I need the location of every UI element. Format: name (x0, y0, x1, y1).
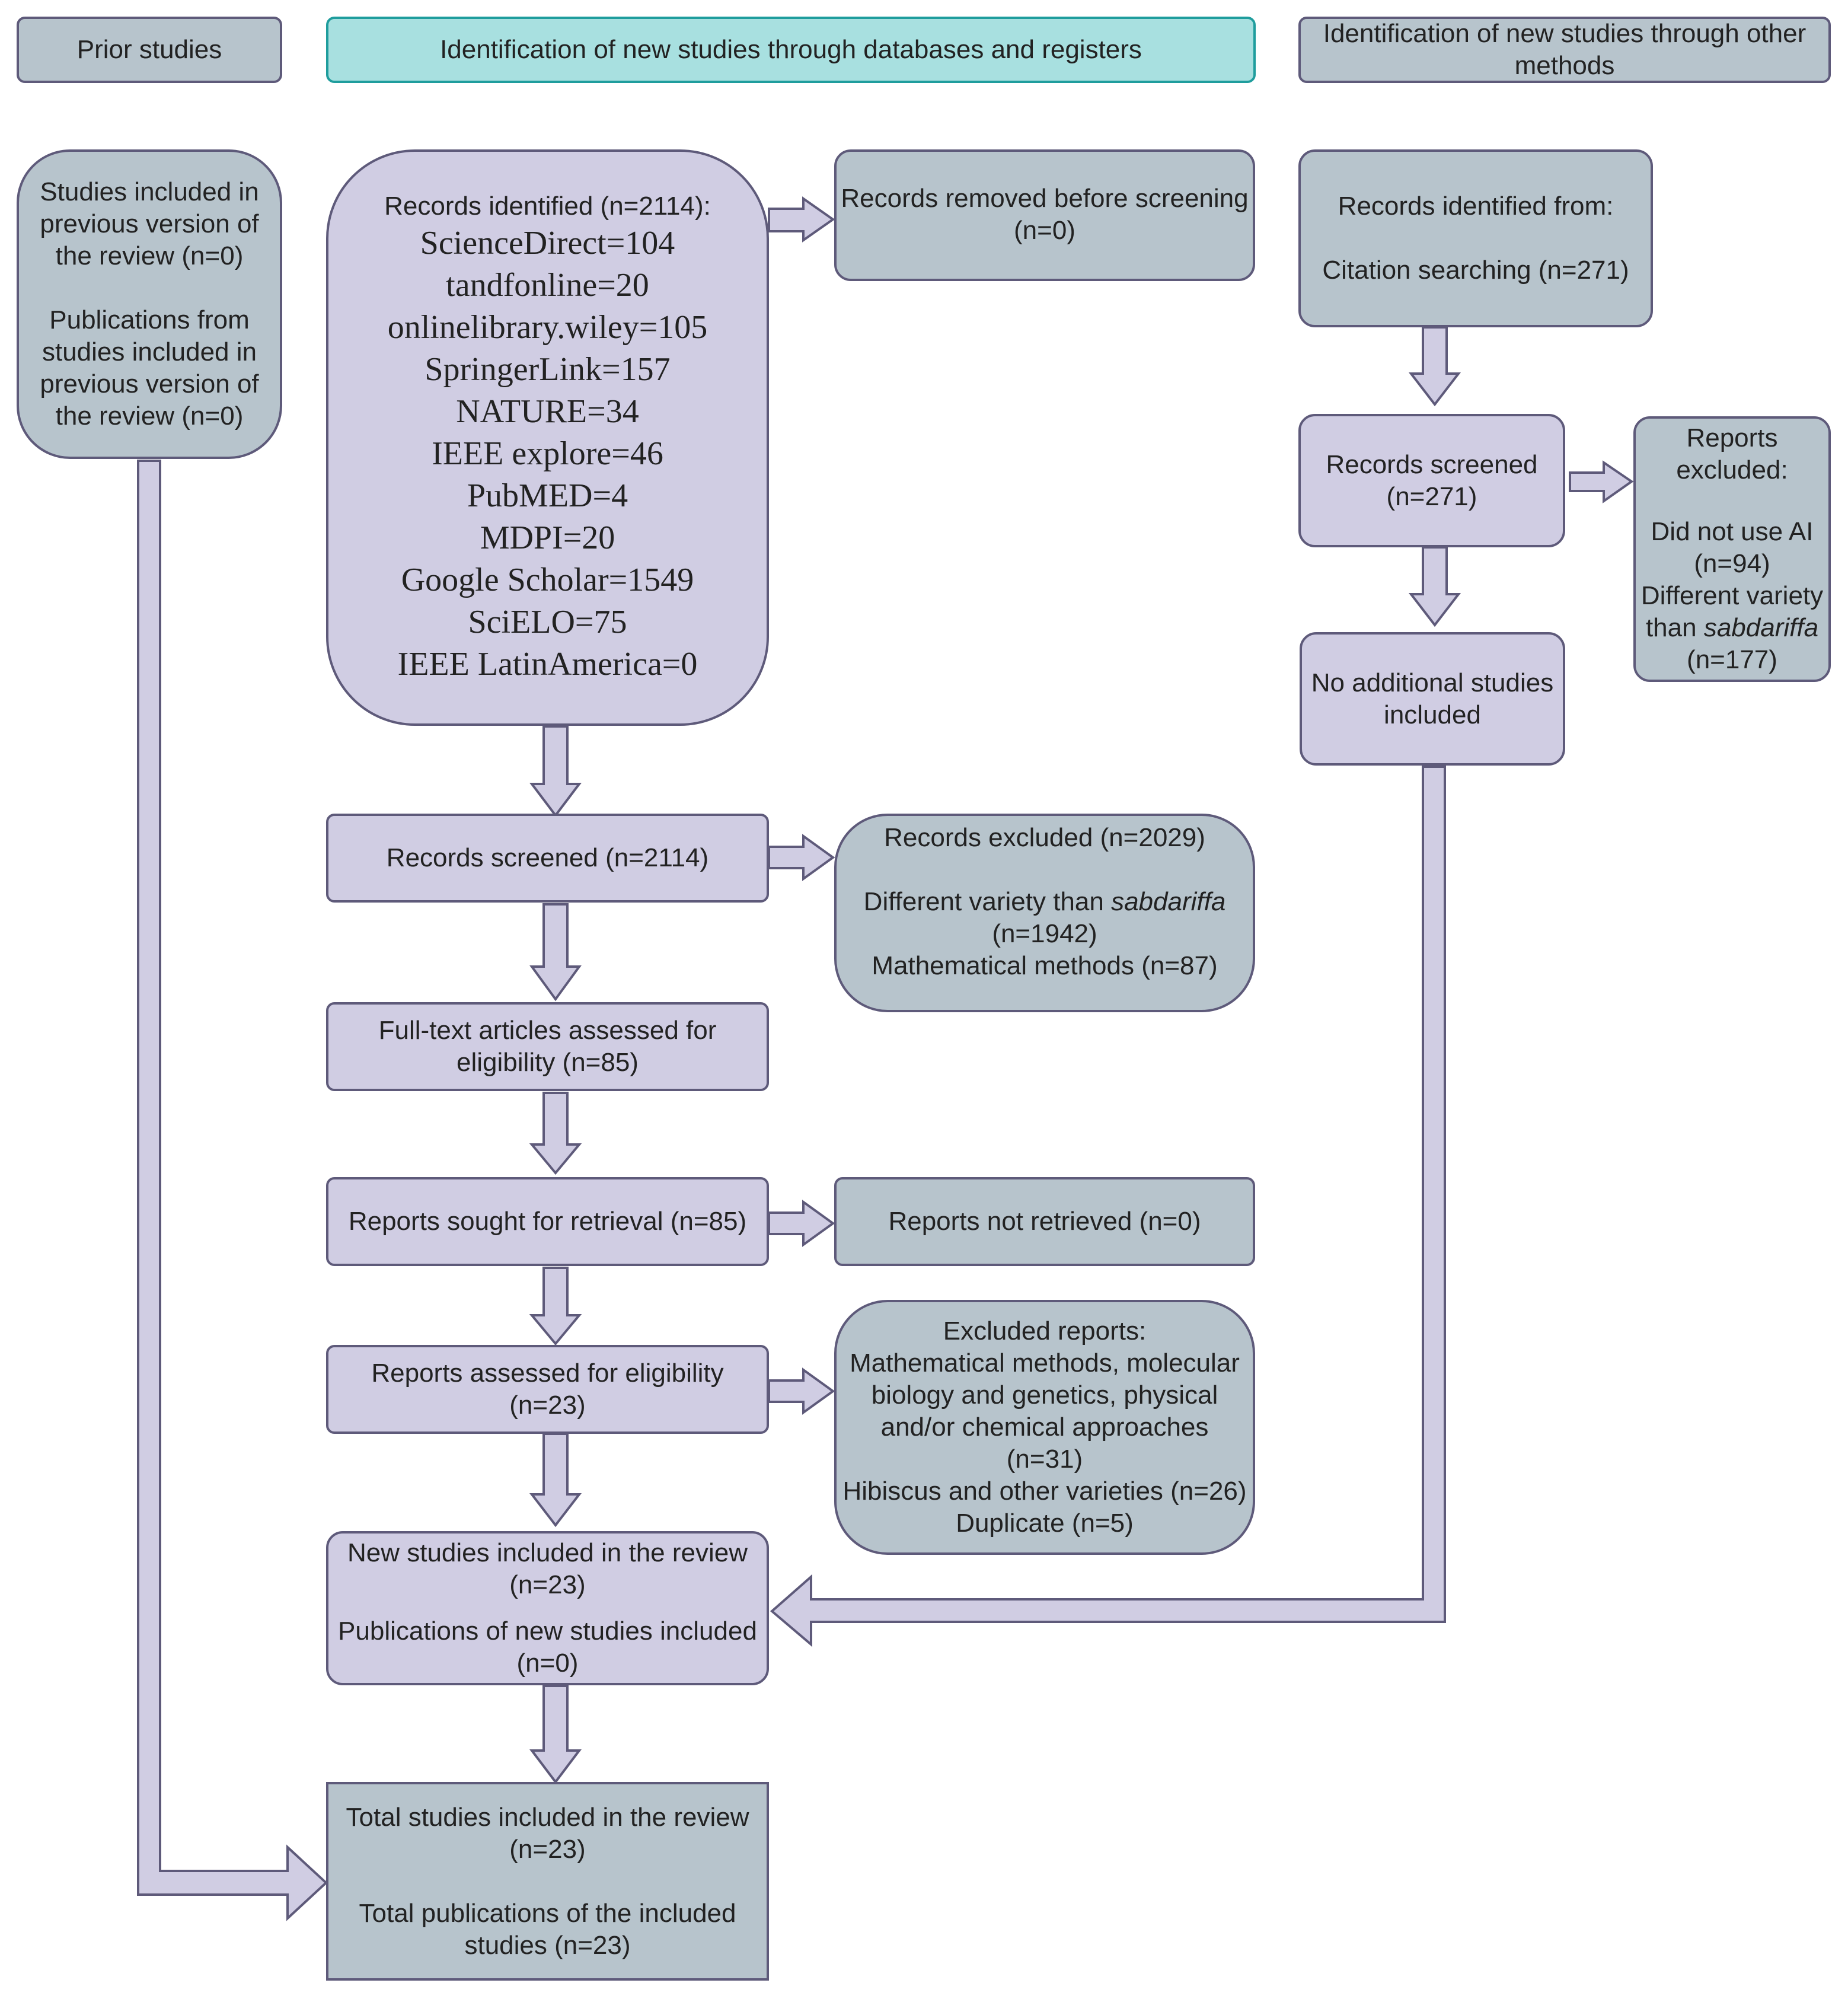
prior-studies-box: Studies included in previous version of … (17, 149, 282, 459)
source-item: PubMED=4 (467, 477, 628, 514)
reports-assessed-box: Reports assessed for eligibility (n=23) (326, 1345, 769, 1434)
source-item: onlinelibrary.wiley=105 (387, 308, 708, 346)
arrow-right-sought-to-notretrieved (768, 1200, 835, 1247)
excluded-reports-box: Excluded reports: Mathematical methods, … (834, 1300, 1255, 1555)
records-removed-box: Records removed before screening (n=0) (834, 149, 1255, 281)
arrow-right-identified-to-removed (768, 196, 835, 243)
records-identified-box: Records identified (n=2114): ScienceDire… (326, 149, 769, 726)
header-prior-studies: Prior studies (17, 17, 282, 83)
arrow-down-fulltext-to-sought (529, 1092, 582, 1175)
source-item: MDPI=20 (480, 519, 615, 556)
no-additional-studies-box: No additional studies included (1300, 632, 1565, 766)
other-reports-excluded-box: Reports excluded: Did not use AI (n=94) … (1633, 416, 1831, 682)
source-item: NATURE=34 (456, 393, 639, 430)
header-other-methods: Identification of new studies through ot… (1298, 17, 1831, 83)
arrow-down-screened-to-fulltext (529, 903, 582, 1002)
arrow-down-identified-to-screened (529, 725, 582, 818)
reports-not-retrieved-box: Reports not retrieved (n=0) (834, 1177, 1255, 1266)
excluded-variety-line: Different variety than sabdariffa (863, 887, 1226, 916)
fulltext-assessed-box: Full-text articles assessed for eligibil… (326, 1002, 769, 1091)
arrow-elbow-noadditional-to-new (770, 766, 1446, 1647)
reports-sought-box: Reports sought for retrieval (n=85) (326, 1177, 769, 1266)
source-item: IEEE LatinAmerica=0 (397, 645, 698, 683)
arrow-down-assessed-to-new (529, 1433, 582, 1528)
other-records-screened-box: Records screened (n=271) (1298, 414, 1565, 547)
other-records-identified-box: Records identified from: Citation search… (1298, 149, 1653, 327)
records-excluded-box: Records excluded (n=2029) Different vari… (834, 814, 1255, 1012)
other-excluded-variety-line: than sabdariffa (1645, 613, 1819, 642)
arrow-down-otheridentified-to-otherscreened (1408, 326, 1461, 407)
source-item: ScienceDirect=104 (420, 224, 675, 262)
arrow-down-sought-to-assessed (529, 1267, 582, 1346)
source-item: SpringerLink=157 (425, 350, 671, 388)
source-item: tandfonline=20 (446, 266, 649, 304)
source-item: IEEE explore=46 (432, 435, 663, 472)
source-item: Google Scholar=1549 (401, 561, 694, 598)
source-list: ScienceDirect=104 tandfonline=20 onlinelib… (388, 222, 708, 686)
arrow-down-otherscreened-to-noadditional (1408, 546, 1461, 627)
total-studies-box: Total studies included in the review (n=… (326, 1782, 769, 1981)
arrow-right-assessed-to-excludedreports (768, 1367, 835, 1415)
records-screened-box: Records screened (n=2114) (326, 814, 769, 903)
records-identified-title: Records identified (n=2114): (384, 191, 711, 221)
arrow-right-otherscreened-to-otherexcluded (1569, 460, 1634, 503)
arrow-right-screened-to-excluded (768, 834, 835, 881)
new-studies-included-box: New studies included in the review (n=23… (326, 1531, 769, 1685)
arrow-elbow-prior-to-total (137, 460, 328, 1921)
source-item: SciELO=75 (468, 603, 627, 640)
arrow-down-new-to-total (529, 1685, 582, 1784)
header-databases: Identification of new studies through da… (326, 17, 1256, 83)
